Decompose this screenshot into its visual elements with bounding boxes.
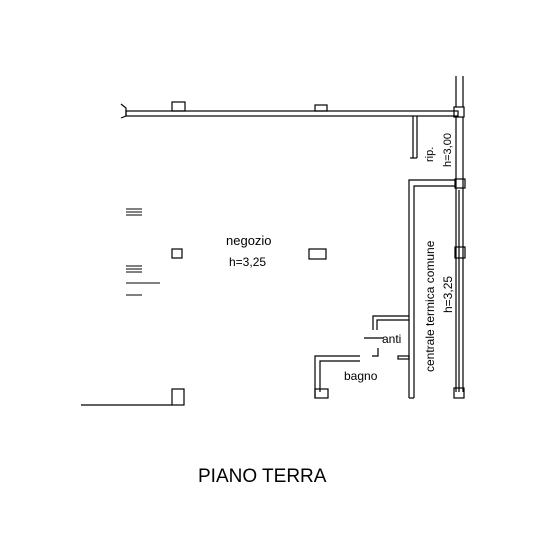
pilaster-top-right: [314, 104, 328, 112]
room-height-rip: h=3,00: [442, 133, 454, 167]
walls: [81, 76, 466, 406]
corner-column-bottom: [453, 387, 465, 399]
room-height-centrale-termica: h=3,25: [441, 276, 455, 313]
column-right-1: [454, 178, 466, 189]
column-interior-left: [171, 248, 183, 259]
ct-wall-outer: [408, 179, 456, 398]
wall-end-left: [120, 103, 127, 119]
bagno-wall-outer: [314, 355, 360, 398]
column-right-2: [454, 246, 466, 259]
drawing-title: PIANO TERRA: [198, 466, 327, 487]
bagno-wall-inner: [319, 360, 360, 392]
bagno-wall-stub: [397, 355, 410, 360]
room-label-bagno: bagno: [344, 369, 378, 383]
column-interior-right: [308, 248, 327, 260]
room-label-anti: anti: [382, 332, 401, 346]
corner-column-top: [453, 106, 465, 118]
anti-wall-top: [372, 315, 409, 330]
ct-wall-inner: [413, 185, 456, 398]
pilaster-top-left: [171, 101, 186, 112]
top-wall: [125, 110, 459, 117]
fixtures: [126, 208, 160, 296]
anti-wall-bottom: [372, 348, 379, 357]
room-label-rip: rip.: [424, 147, 436, 162]
bottom-column: [171, 388, 185, 406]
room-label-negozio: negozio: [226, 233, 272, 248]
room-height-negozio: h=3,25: [229, 255, 266, 269]
bagno-column: [314, 388, 329, 399]
anti-wall-top-inner: [376, 319, 409, 330]
room-label-centrale-termica: centrale termica comune: [423, 240, 437, 372]
